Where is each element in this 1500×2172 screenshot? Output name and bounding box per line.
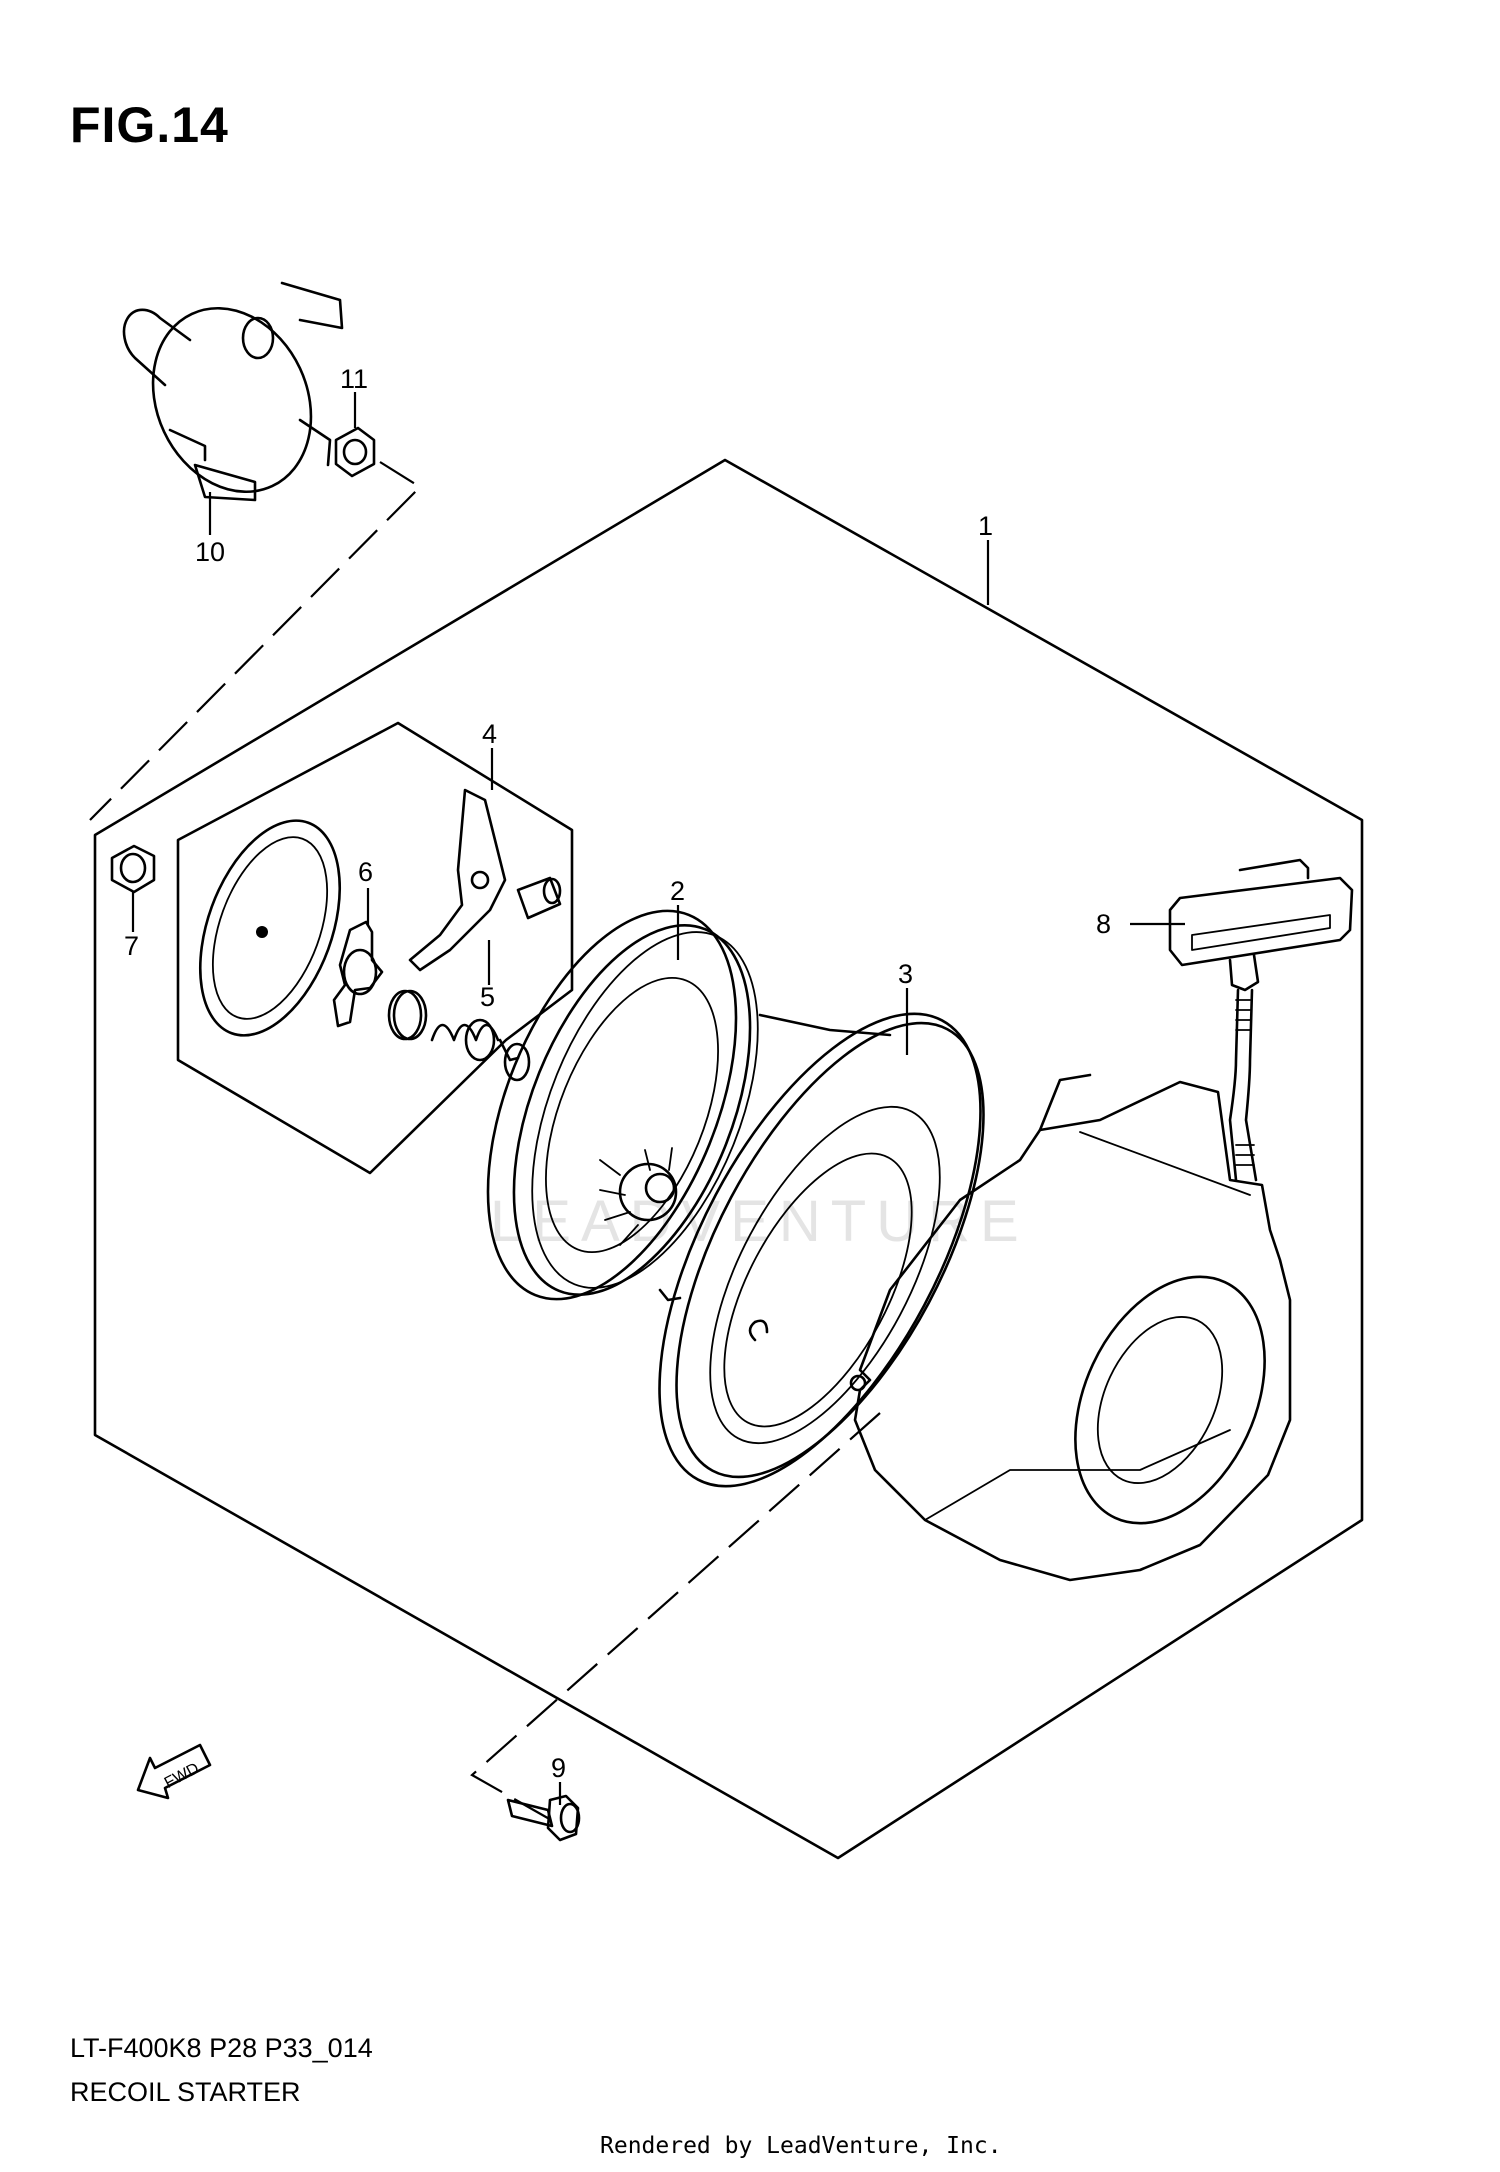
assembly-outline xyxy=(93,458,1364,1860)
render-credit: Rendered by LeadVenture, Inc. xyxy=(600,2133,1002,2159)
subassembly-outline xyxy=(176,721,574,1175)
washer-spring-set xyxy=(387,989,531,1082)
callout-5: 5 xyxy=(480,982,495,1012)
leader-lines xyxy=(131,392,1185,1805)
model-code: LT-F400K8 P28 P33_014 xyxy=(70,2033,373,2063)
callouts: 1 2 3 4 5 6 7 8 9 10 11 xyxy=(124,364,1111,1783)
callout-2: 2 xyxy=(670,876,685,906)
spiral-spring-part xyxy=(658,1012,985,1488)
callout-6: 6 xyxy=(358,857,373,887)
drive-cup-part xyxy=(122,281,344,502)
callout-4: 4 xyxy=(482,719,497,749)
callout-11: 11 xyxy=(340,364,368,394)
dash-line-lower xyxy=(470,1412,881,1826)
bolt-part xyxy=(506,1794,581,1842)
figure-title: FIG.14 xyxy=(70,97,229,153)
guide-part xyxy=(332,920,384,1028)
callout-9: 9 xyxy=(551,1753,566,1783)
friction-plate-part xyxy=(198,819,342,1037)
callout-10: 10 xyxy=(195,537,225,567)
ratchet-pawl-part xyxy=(408,788,507,972)
callout-8: 8 xyxy=(1096,909,1111,939)
pin-part xyxy=(516,876,562,920)
callout-7: 7 xyxy=(124,931,139,961)
callout-3: 3 xyxy=(898,959,913,989)
handle-part xyxy=(1168,858,1354,1182)
nut-part xyxy=(334,426,376,478)
dash-line-upper xyxy=(89,461,422,821)
reel-part xyxy=(486,909,892,1302)
diagram-name: RECOIL STARTER xyxy=(70,2077,301,2107)
fwd-arrow-icon: FWD xyxy=(136,1743,212,1800)
starter-case-part xyxy=(849,1073,1292,1582)
nut-part-7 xyxy=(110,844,156,894)
callout-1: 1 xyxy=(978,511,993,541)
